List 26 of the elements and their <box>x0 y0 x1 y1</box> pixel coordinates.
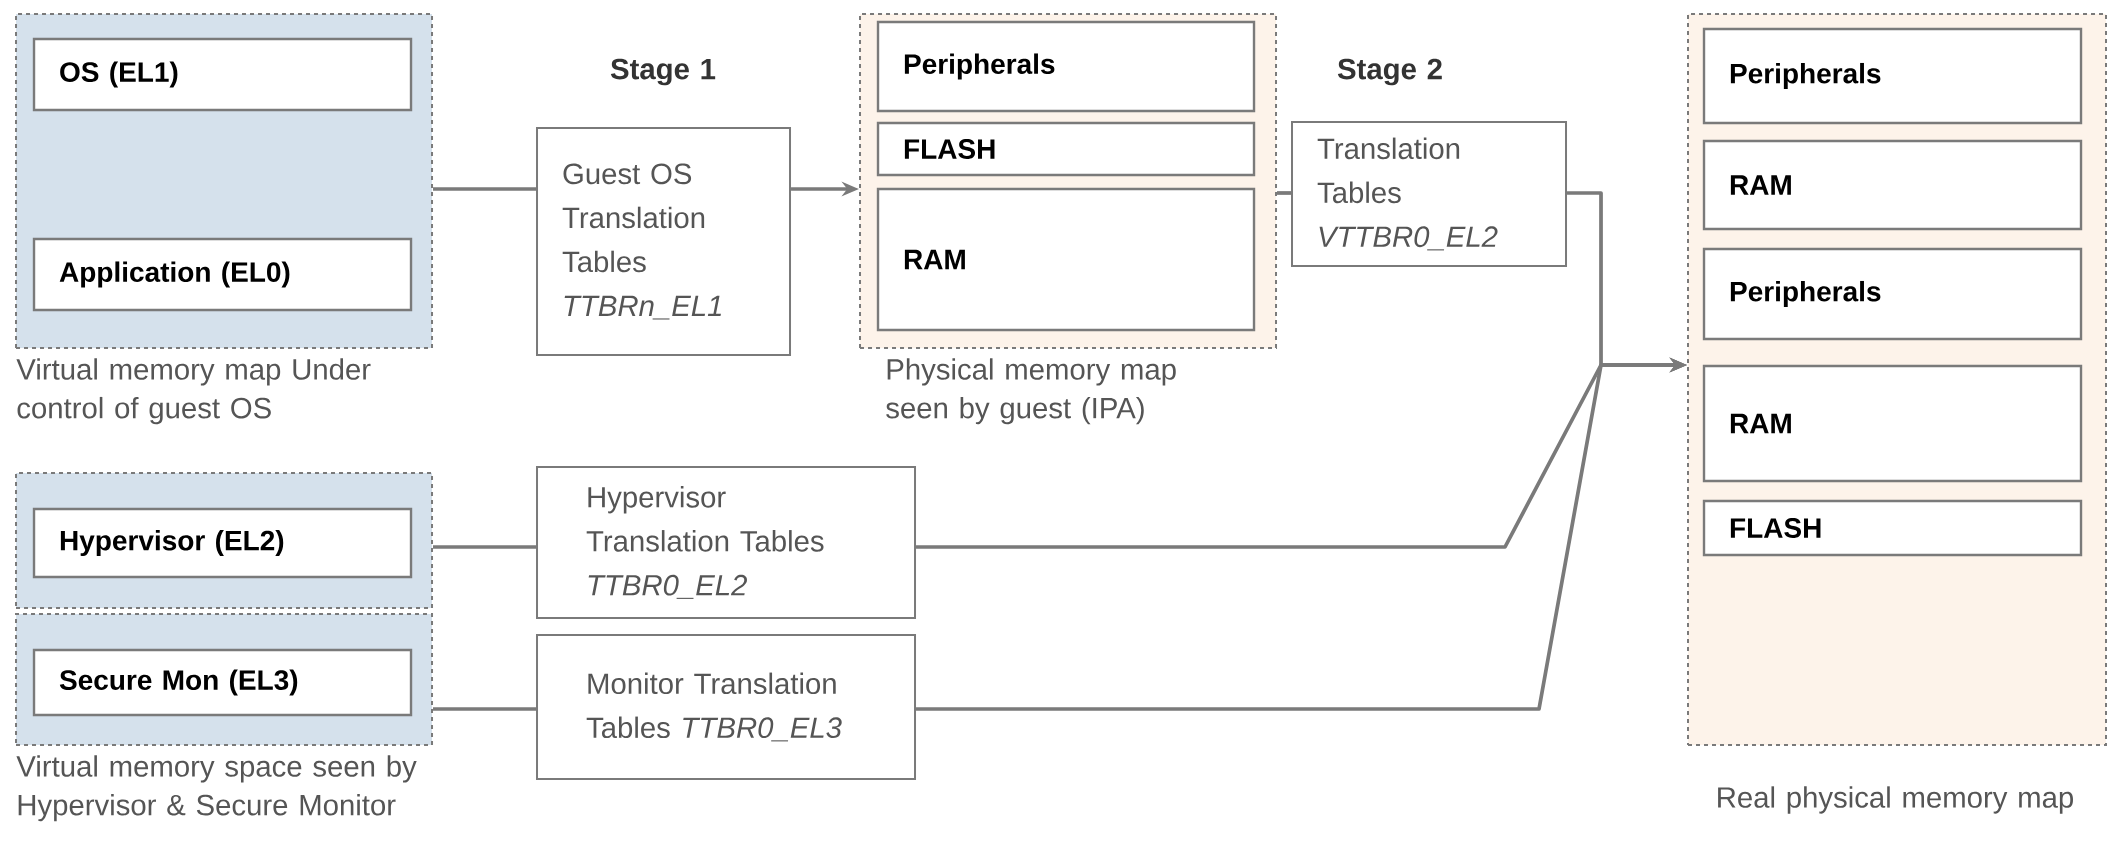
translation-table-box: Monitor Translation Tables TTBR0_EL3 <box>536 634 916 780</box>
memory-region-box: RAM <box>1702 139 2083 231</box>
connector-line <box>433 545 536 549</box>
caption: Virtual memory space seen by Hypervisor & Secure Monitor <box>16 755 417 822</box>
connector-line <box>433 707 536 711</box>
memory-region-box: Peripherals <box>876 20 1256 113</box>
memory-region-box: Peripherals <box>1702 247 2083 341</box>
stage-heading: Stage 1 <box>610 58 716 86</box>
node-label: Real physical memory map <box>1718 786 2073 814</box>
memory-region-box: OS (EL1) <box>32 37 413 112</box>
node-label: Virtual memory map Under control of guest OS <box>16 358 371 425</box>
translation-table-box: Hypervisor Translation Tables TTBR0_EL2 <box>536 466 916 619</box>
connector-line <box>1277 191 1291 195</box>
connector-line <box>433 187 536 191</box>
memory-region-box: RAM <box>876 187 1256 332</box>
memory-region-box: RAM <box>1702 364 2083 483</box>
memory-region-box: FLASH <box>1702 499 2083 557</box>
memory-region-box: Application (EL0) <box>32 237 413 312</box>
memory-region-box: Secure Mon (EL3) <box>32 648 413 717</box>
node-label: Physical memory map seen by guest (IPA) <box>886 358 1176 425</box>
memory-region-box: Peripherals <box>1702 27 2083 125</box>
translation-table-box: Translation Tables VTTBR0_EL2 <box>1291 121 1567 267</box>
memory-region-box: Hypervisor (EL2) <box>32 507 413 579</box>
translation-table-box: Guest OS Translation Tables TTBRn_EL1 <box>536 127 791 356</box>
memory-region-box: FLASH <box>876 121 1256 177</box>
stage-heading: Stage 2 <box>1337 58 1442 86</box>
